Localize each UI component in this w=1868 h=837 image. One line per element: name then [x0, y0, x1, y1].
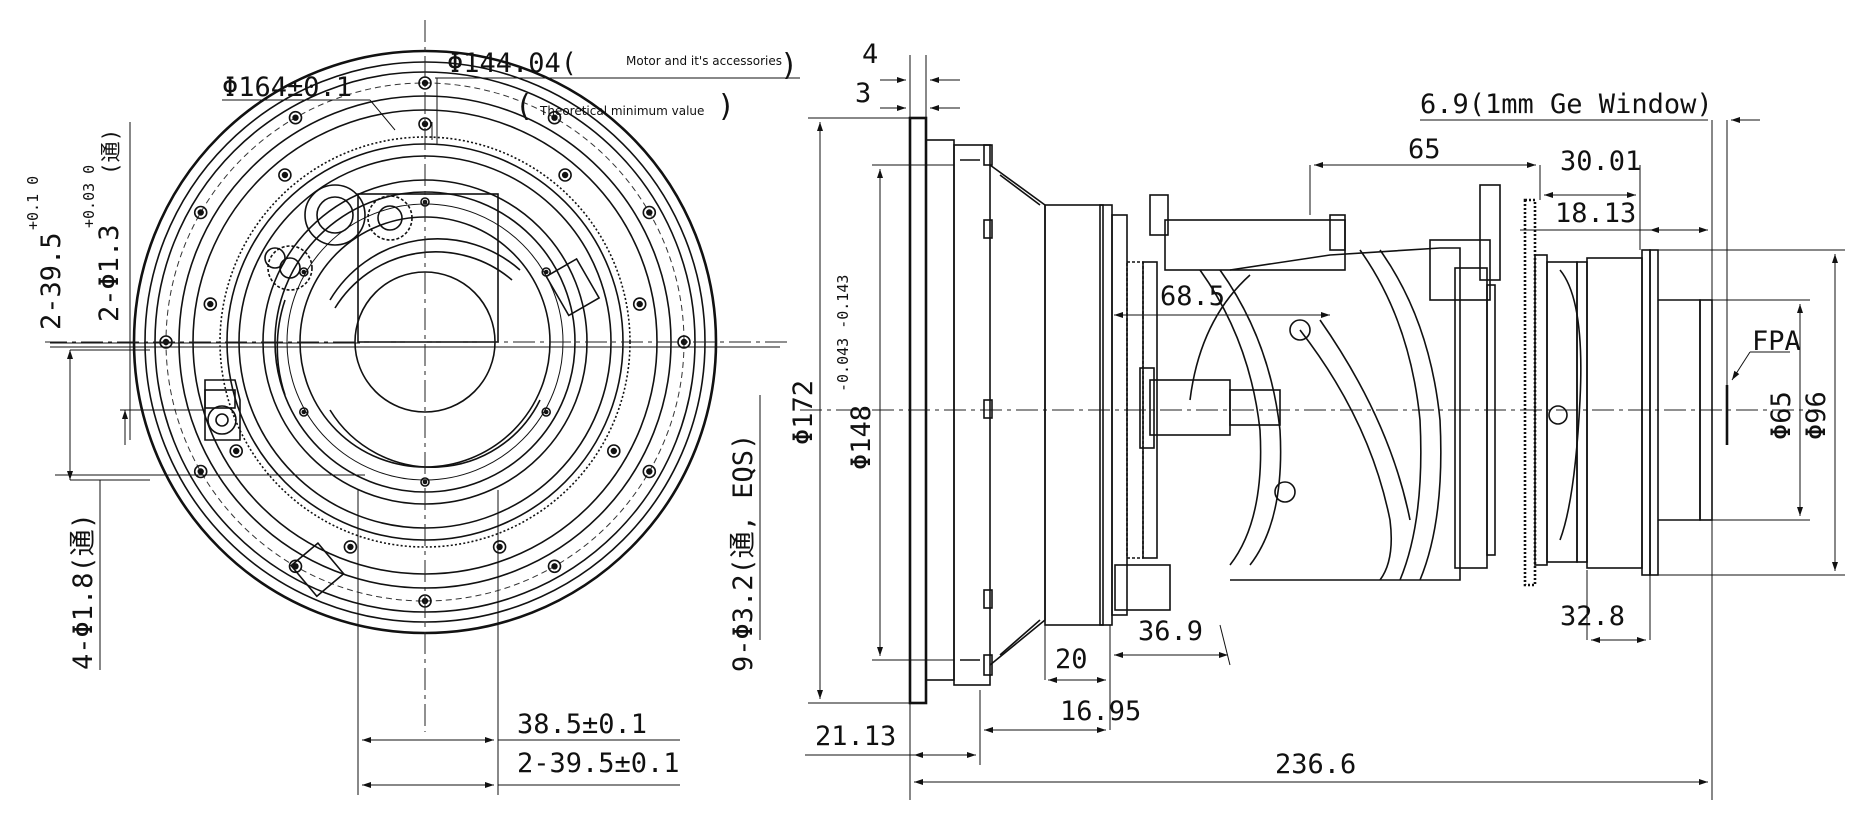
- dim-hole-39-5: 2-39.5: [36, 232, 67, 330]
- dim-4: 4: [862, 39, 878, 70]
- paren-close-2: ): [717, 89, 735, 124]
- screw-hole: [298, 407, 309, 417]
- dim-dia-164: Φ164±0.1: [222, 72, 352, 103]
- screw-hole: [288, 110, 303, 125]
- dim-20: 20: [1055, 644, 1088, 675]
- dim-36-9: 36.9: [1138, 616, 1203, 647]
- screw-hole: [193, 205, 208, 220]
- dim-3: 3: [855, 78, 871, 109]
- screw-hole: [203, 297, 218, 311]
- dim-38-5: 38.5±0.1: [517, 709, 647, 740]
- screw-hole: [343, 540, 358, 554]
- dim-32-8: 32.8: [1560, 601, 1625, 632]
- dim-dia-144: Φ144.04(: [447, 48, 577, 79]
- screw-hole: [541, 267, 552, 277]
- dim-21-13: 21.13: [815, 721, 896, 752]
- dim-18-13: 18.13: [1555, 198, 1636, 229]
- dim-30-01: 30.01: [1560, 146, 1641, 177]
- screw-hole: [492, 540, 507, 554]
- paren-close-1: ): [780, 48, 798, 83]
- dim-hole-3-2: 9-Φ3.2(通, EQS): [728, 434, 759, 672]
- screw-hole: [606, 444, 621, 458]
- screw-hole: [632, 297, 647, 311]
- screw-hole: [558, 168, 572, 182]
- dim-6-9-ge-window: 6.9(1mm Ge Window): [1420, 89, 1713, 120]
- screw-hole: [547, 110, 562, 125]
- paren-open-2: (: [515, 89, 533, 124]
- note-motor-accessories: Motor and it's accessories: [626, 54, 782, 68]
- screws-front: [159, 76, 691, 608]
- screw-hole: [288, 559, 303, 574]
- dim-2-39-5: 2-39.5±0.1: [517, 748, 680, 779]
- side-view: [800, 55, 1845, 800]
- dim-phi-148: Φ148: [846, 405, 877, 470]
- dim-phi-96: Φ96: [1801, 391, 1832, 440]
- screw-hole: [420, 477, 430, 487]
- screw-hole: [298, 267, 309, 277]
- dim-hole-39-5-tolerance: +0.1 0: [24, 176, 42, 230]
- screw-hole: [642, 205, 657, 220]
- dim-phi-148-tolerance: -0.043 -0.143: [834, 275, 852, 392]
- screw-hole: [278, 168, 292, 182]
- screw-hole: [642, 464, 657, 479]
- dim-236-6: 236.6: [1275, 749, 1356, 780]
- dim-hole-1-8: 4-Φ1.8(通): [68, 513, 99, 670]
- note-theoretical-minimum: Theoretical minimum value: [539, 104, 704, 118]
- screw-hole: [229, 444, 243, 458]
- dim-hole-1-3-note: (通): [99, 129, 123, 175]
- screw-hole: [541, 407, 552, 417]
- dim-phi-65: Φ65: [1766, 391, 1797, 440]
- dim-16-95: 16.95: [1060, 696, 1141, 727]
- screw-hole: [547, 559, 562, 574]
- dim-phi-172: Φ172: [788, 380, 819, 445]
- dim-hole-1-3-tolerance: +0.03 0: [80, 165, 98, 228]
- dim-68-5: 68.5: [1160, 281, 1225, 312]
- dim-fpa: FPA: [1752, 326, 1801, 357]
- dim-hole-1-3: 2-Φ1.3: [94, 224, 125, 322]
- screw-hole: [193, 464, 208, 479]
- dim-65: 65: [1408, 134, 1441, 165]
- front-view: [45, 20, 800, 795]
